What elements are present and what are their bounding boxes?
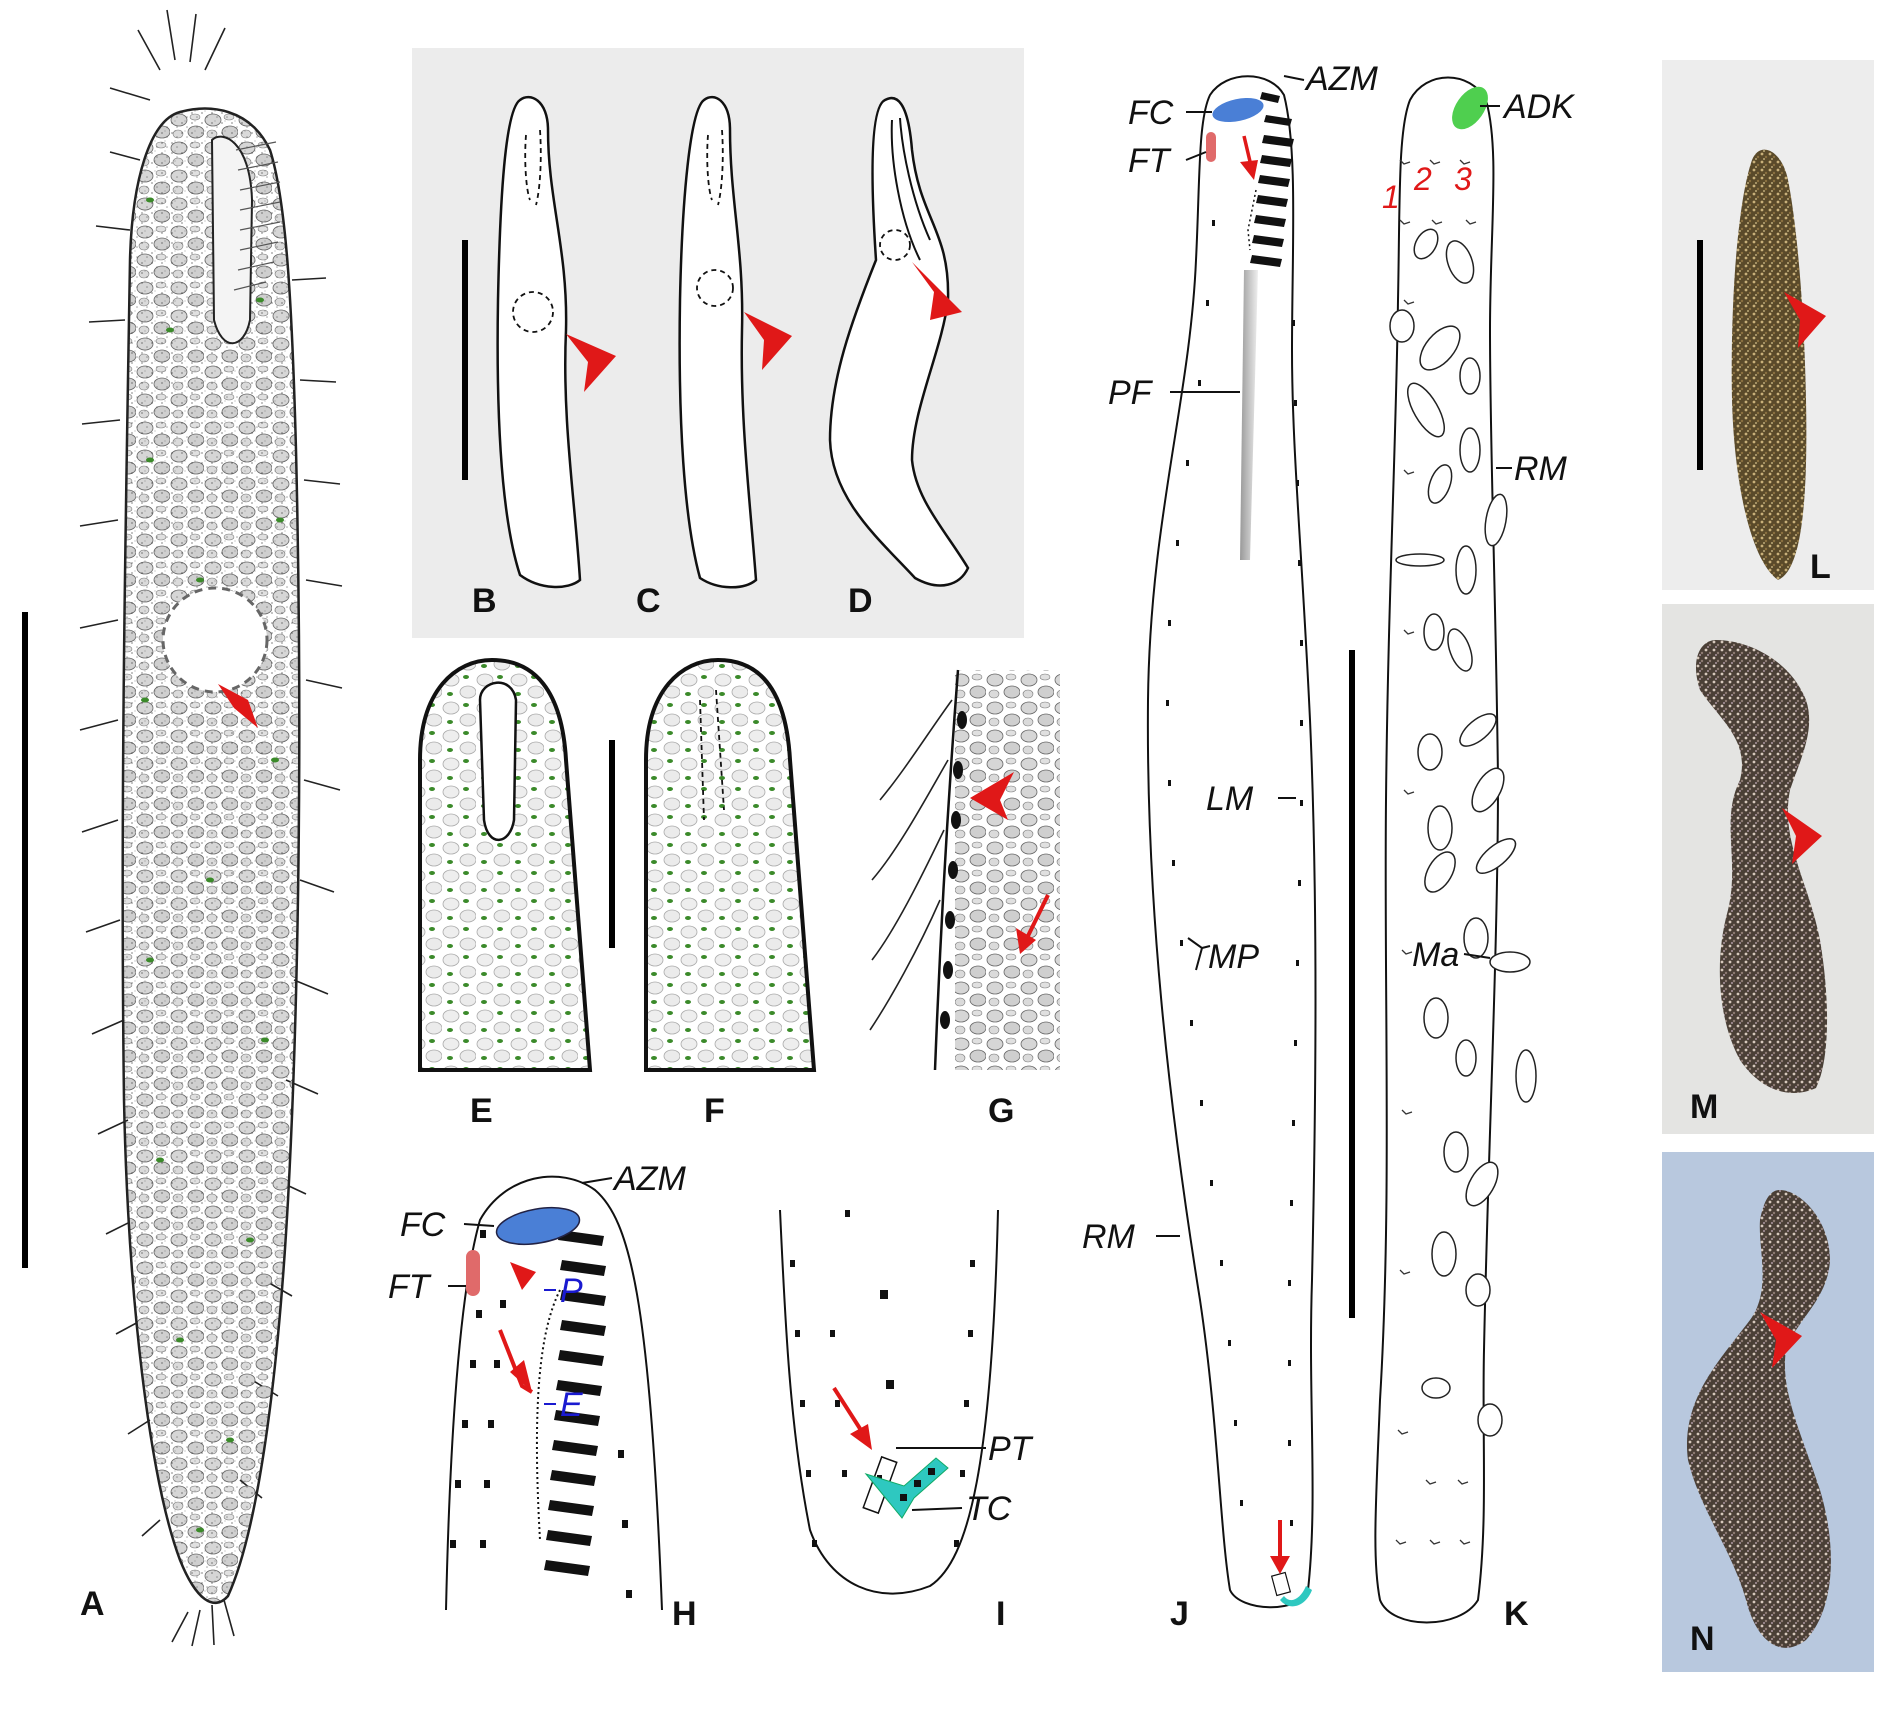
panel-bcd: B C D [412,48,1024,638]
panel-label-i: I [996,1595,1005,1633]
label-azm-j: AZM [1304,60,1378,98]
arrowhead-icon [744,312,792,370]
panel-label-n: N [1690,1620,1715,1658]
transverse-cirri [1280,1586,1312,1607]
arrowhead-icon [970,772,1014,820]
frontoterminal-cirri [466,1250,480,1296]
panel-label-b: B [472,582,497,620]
cell-photo [1695,640,1828,1093]
label-fc-j: FC [1128,94,1174,132]
panel-label-c: C [636,582,661,620]
arrowhead-icon [218,684,258,728]
kinety-2-label: 2 [1413,161,1432,197]
panel-label-l: L [1810,548,1831,586]
granule-area [955,670,1060,1070]
panel-label-d: D [848,582,873,620]
label-lm: LM [1206,780,1254,818]
label-fc: FC [400,1206,446,1244]
panel-n: N [1662,1152,1874,1672]
label-e: E [560,1386,583,1424]
label-rm-k: RM [1514,450,1568,488]
kinety-1-label: 1 [1382,179,1400,215]
panel-label-j: J [1170,1595,1189,1633]
arrowhead-icon [498,1329,534,1394]
arrowhead-icon [566,334,616,392]
dorsal-kinety-sign [1452,86,1488,130]
label-p: P [560,1272,583,1310]
label-azm: AZM [612,1160,686,1198]
frontal-cirri [1212,97,1264,123]
panel-label-k: K [1504,1595,1529,1633]
arrow-icon [1024,894,1050,941]
marginal-cirri [79,9,343,1647]
label-pf: PF [1108,374,1154,412]
panel-l: L [1662,60,1874,590]
symbionts [141,197,284,1533]
cell-photo [1686,1190,1831,1648]
panel-g: G [869,669,1060,1130]
panel-label-m: M [1690,1088,1718,1126]
arrowhead-icon [912,262,962,320]
label-ma: Ma [1412,936,1459,974]
panel-label-h: H [672,1595,697,1633]
arrowhead-icon [1782,808,1822,864]
cell-photo [1731,149,1807,580]
contractile-vacuole [161,586,269,694]
label-adk: ADK [1502,88,1575,126]
label-rm-j: RM [1082,1218,1136,1256]
label-ft-j: FT [1128,142,1172,180]
panel-e: E [418,657,593,1130]
panel-f: F [609,657,817,1130]
panel-a-drawing: A [22,9,343,1647]
arrowhead-icon [510,1262,536,1290]
arrowhead-icon [1784,292,1826,348]
panel-m: M [1662,604,1874,1134]
label-pt: PT [988,1430,1034,1468]
label-mp: MP [1208,938,1259,976]
frontoterminal-cirri [1206,132,1216,162]
panel-label-g: G [988,1092,1014,1130]
panel-label-f: F [704,1092,725,1130]
transverse-cirri [864,1457,949,1519]
label-tc: TC [966,1490,1012,1528]
panel-h: AZM FC FT P E H [388,1160,697,1633]
label-ft: FT [388,1268,432,1306]
kinety-3-label: 3 [1454,161,1472,197]
panel-label-a: A [80,1585,105,1623]
panel-j: AZM FC FT PF LM MP RM J [1082,60,1378,1633]
panel-k: 1 2 3 ADK RM Ma K [1374,76,1575,1633]
arrowhead-icon [1760,1312,1802,1368]
frontal-cirri [495,1206,581,1246]
pharyngeal-fibres [1240,270,1258,560]
panel-i: PT TC I [779,1209,1034,1633]
panel-label-e: E [470,1092,493,1130]
